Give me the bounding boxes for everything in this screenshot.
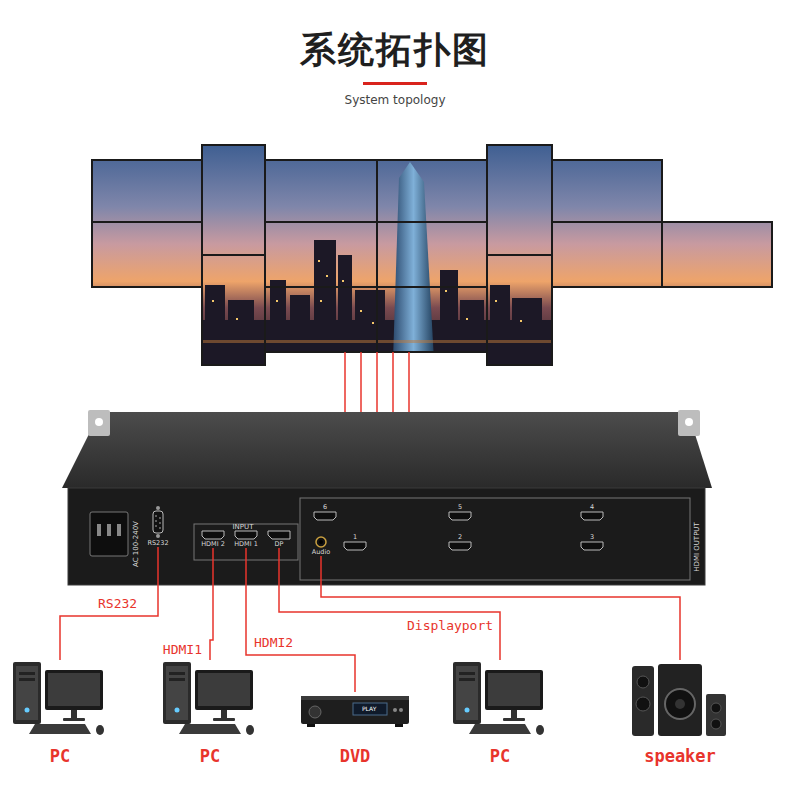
hdmi-output-port: [580, 541, 604, 551]
device-node: PC: [445, 660, 555, 766]
hdmi-port: [234, 530, 258, 540]
output-port-node: 3: [577, 533, 607, 551]
hdmi-output-port: [448, 541, 472, 551]
computer-icon: [5, 660, 115, 738]
audio-jack: [315, 536, 327, 548]
hdmi-output-port: [448, 511, 472, 521]
computer-icon: [445, 660, 555, 738]
rs232-connector: [150, 505, 166, 539]
hdmi-output-port: [313, 511, 337, 521]
device-node: speaker: [620, 660, 740, 766]
signal-cable: [60, 547, 158, 660]
output-port-node: 1: [340, 533, 370, 551]
panel-label: HDMI OUTPUT: [693, 522, 701, 572]
device-label: PC: [490, 746, 510, 766]
subtitle: System topology: [0, 93, 790, 107]
device-node: PC: [5, 660, 115, 766]
port-label: RS232: [147, 539, 168, 547]
dp-input-node: DP: [264, 530, 294, 548]
port-label: 5: [458, 503, 462, 511]
output-port-node: 2: [445, 533, 475, 551]
speaker-icon: [620, 660, 740, 738]
device-label: PC: [50, 746, 70, 766]
port-label: Audio: [312, 548, 330, 556]
cable-label: RS232: [96, 596, 139, 612]
port-label: DP: [275, 540, 284, 548]
output-port-node: 6: [310, 503, 340, 521]
audio-port-node: Audio: [308, 536, 334, 556]
hdmi-output-port: [343, 541, 367, 551]
signal-cable: [321, 556, 680, 660]
cable-label: Displayport: [405, 618, 495, 634]
port-label: 6: [323, 503, 327, 511]
video-wall-controller: AC 100-240V INPUT HDMI OUTPUT RS232 HDMI 2 HD…: [68, 488, 705, 585]
port-label: 4: [590, 503, 594, 511]
signal-cable: [279, 548, 500, 660]
cable-label: HDMI1: [161, 642, 204, 658]
port-label: HDMI 2: [201, 540, 225, 548]
diagram-title: 系统拓扑图: [0, 26, 790, 75]
device-label: PC: [200, 746, 220, 766]
port-label: 3: [590, 533, 594, 541]
display-text: PLAY: [362, 705, 376, 712]
output-port-node: 5: [445, 503, 475, 521]
signal-cable: [246, 548, 355, 692]
rs232-port-node: RS232: [145, 505, 171, 547]
hdmi-input-node: HDMI 2: [198, 530, 228, 548]
port-label: 2: [458, 533, 462, 541]
hdmi-input-node: HDMI 1: [231, 530, 261, 548]
displayport-port: [267, 530, 291, 540]
computer-icon: [155, 660, 265, 738]
panel-label: INPUT: [233, 523, 254, 531]
device-label: speaker: [644, 746, 716, 766]
hdmi-output-port: [580, 511, 604, 521]
device-node: DVD: [295, 692, 415, 766]
device-node: PC: [155, 660, 265, 766]
signal-cable: [210, 548, 213, 660]
output-port-node: 4: [577, 503, 607, 521]
panel-label: AC 100-240V: [132, 521, 140, 567]
cable-label: HDMI2: [252, 635, 295, 651]
device-label: DVD: [340, 746, 371, 766]
port-label: HDMI 1: [234, 540, 258, 548]
port-label: 1: [353, 533, 357, 541]
hdmi-port: [201, 530, 225, 540]
dvd-player-icon: [295, 692, 415, 738]
